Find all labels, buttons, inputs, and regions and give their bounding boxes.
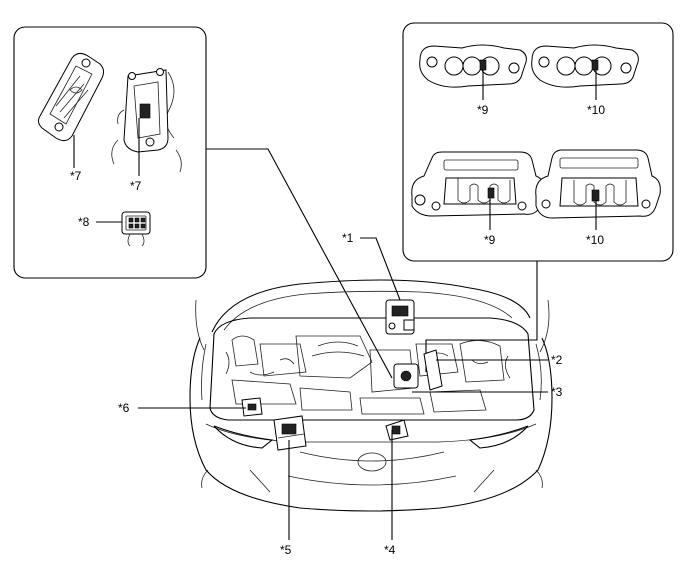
connector-8 [121,211,151,247]
left-inset-panel: *7 *7 *8 [13,26,207,279]
vehicle-front [189,279,553,512]
component-2-3 [393,349,443,391]
callout-9-bottom: *9 [484,233,496,247]
gasket-9 [419,44,527,88]
callout-4: *4 [384,543,396,557]
inset-right-leader [425,261,538,372]
callout-1: *1 [342,231,354,245]
callout-10-bottom: *10 [586,233,604,247]
throttle-body-9 [411,151,545,217]
component-5 [273,415,307,451]
right-inset-panel: *9 *10 *9 *10 [402,22,674,262]
callout-3: *3 [551,385,563,399]
callout-2: *2 [551,353,563,367]
callout-6: *6 [118,401,130,415]
gasket-10 [531,44,639,88]
callout-5: *5 [280,543,292,557]
callout-9-top: *9 [477,103,489,117]
component-4 [385,419,409,441]
callout-7-left: *7 [70,169,82,183]
callout-7-right: *7 [130,179,142,193]
callout-8: *8 [78,215,90,229]
callout-10-top: *10 [587,103,605,117]
component-6 [241,397,263,417]
connector-7-left [37,52,105,142]
inset-left-leader [206,148,393,379]
component-1 [385,299,415,335]
connector-7-right [111,68,182,173]
throttle-body-10 [535,149,661,219]
